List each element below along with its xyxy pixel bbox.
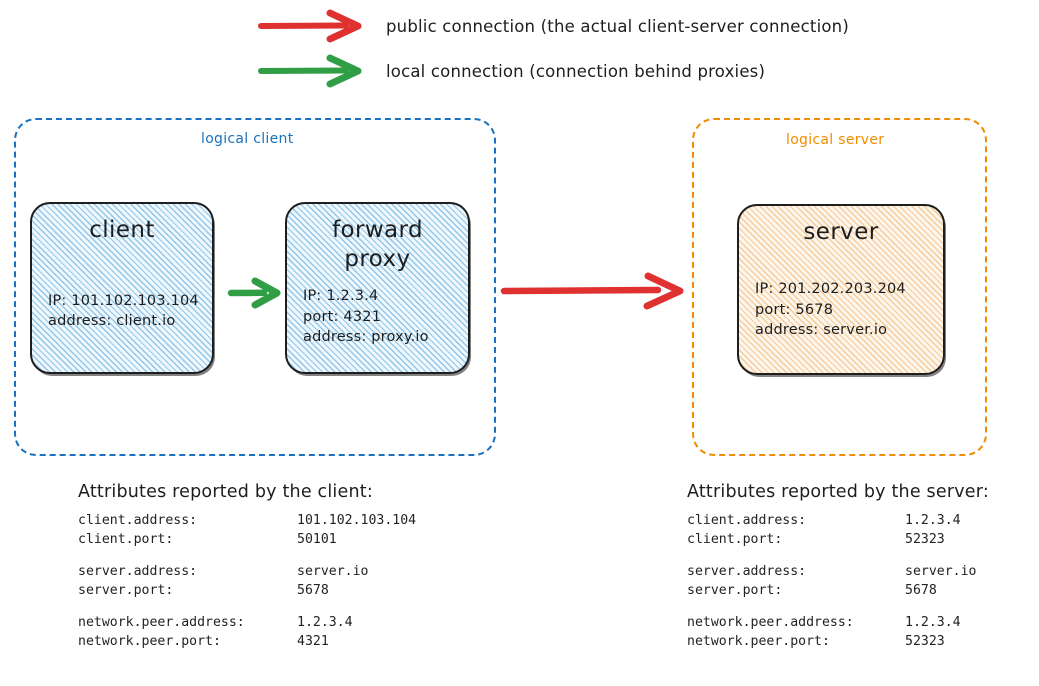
attr-key: client.address:	[78, 513, 198, 528]
table-row: server.port: 5678	[78, 581, 416, 600]
logical-client-zone	[14, 118, 496, 456]
node-proxy-title-line2: proxy	[344, 246, 411, 273]
logical-server-zone	[692, 118, 987, 456]
table-row: client.port: 50101	[78, 530, 416, 549]
legend-label-local: local connection (connection behind prox…	[386, 61, 766, 81]
table-row: client.address: 101.102.103.104	[78, 511, 416, 530]
attr-key: network.peer.address:	[78, 615, 245, 630]
node-server-address: address: server.io	[755, 322, 888, 339]
node-client-ip: IP: 101.102.103.104	[48, 292, 199, 309]
attr-value: 1.2.3.4	[297, 615, 353, 630]
table-row: network.peer.port: 52323	[687, 632, 976, 651]
table-row: client.address: 1.2.3.4	[687, 511, 976, 530]
attr-value: 1.2.3.4	[905, 615, 961, 630]
attr-value: 1.2.3.4	[905, 513, 961, 528]
attr-key: server.address:	[687, 564, 807, 579]
attr-key: client.port:	[78, 532, 174, 547]
table-row: server.port: 5678	[687, 581, 976, 600]
attributes-server-heading: Attributes reported by the server:	[687, 482, 989, 502]
attr-key: network.peer.address:	[687, 615, 854, 630]
attr-value: 4321	[297, 634, 329, 649]
node-server-ip: IP: 201.202.203.204	[755, 281, 906, 298]
node-server-port: port: 5678	[755, 301, 834, 318]
red-arrow-right-icon	[258, 9, 362, 43]
node-client: client IP: 101.102.103.104 address: clie…	[30, 202, 214, 374]
table-row: server.address: server.io	[78, 562, 416, 581]
node-client-title: client	[89, 217, 155, 243]
attr-value: 5678	[905, 583, 937, 598]
node-proxy-port: port: 4321	[303, 308, 382, 325]
arrow-client-to-proxy	[227, 277, 281, 309]
node-proxy-props: IP: 1.2.3.4 port: 4321 address: proxy.io	[303, 286, 452, 348]
logical-server-title: logical server	[786, 132, 885, 148]
node-server: server IP: 201.202.203.204 port: 5678 ad…	[737, 204, 945, 375]
attr-key: client.port:	[687, 532, 783, 547]
attr-value: 50101	[297, 532, 337, 547]
attributes-client-table: client.address: 101.102.103.104 client.p…	[78, 511, 416, 651]
table-row-spacer	[687, 600, 976, 613]
node-server-title: server	[803, 219, 879, 245]
table-row-spacer	[78, 549, 416, 562]
arrow-proxy-to-server	[500, 272, 684, 310]
attr-value: 101.102.103.104	[297, 513, 417, 528]
attr-value: 52323	[905, 634, 945, 649]
table-row: network.peer.address: 1.2.3.4	[687, 613, 976, 632]
attr-key: network.peer.port:	[687, 634, 830, 649]
attr-key: client.address:	[687, 513, 807, 528]
attr-value: server.io	[905, 564, 977, 579]
attributes-server-block: Attributes reported by the server: clien…	[687, 482, 989, 651]
logical-client-title: logical client	[201, 131, 294, 147]
node-proxy-ip: IP: 1.2.3.4	[303, 288, 379, 305]
table-row: client.port: 52323	[687, 530, 976, 549]
attr-key: server.port:	[687, 583, 783, 598]
table-row: network.peer.address: 1.2.3.4	[78, 613, 416, 632]
green-arrow-right-icon	[258, 54, 362, 88]
node-forward-proxy: forward proxy IP: 1.2.3.4 port: 4321 add…	[285, 202, 470, 374]
attributes-client-heading: Attributes reported by the client:	[78, 482, 373, 502]
node-client-address: address: client.io	[48, 313, 176, 330]
node-proxy-title: forward proxy	[303, 216, 452, 275]
node-client-props: IP: 101.102.103.104 address: client.io	[48, 291, 199, 332]
attr-value: server.io	[297, 564, 369, 579]
node-server-props: IP: 201.202.203.204 port: 5678 address: …	[755, 279, 927, 341]
legend-row-public: public connection (the actual client-ser…	[258, 8, 849, 44]
attr-key: server.address:	[78, 564, 198, 579]
node-proxy-title-line1: forward	[332, 217, 423, 243]
attr-value: 5678	[297, 583, 329, 598]
legend-row-local: local connection (connection behind prox…	[258, 53, 765, 89]
attributes-server-table: client.address: 1.2.3.4 client.port: 523…	[687, 511, 976, 651]
attr-key: network.peer.port:	[78, 634, 221, 649]
attributes-client-block: Attributes reported by the client: clien…	[78, 482, 416, 651]
node-proxy-address: address: proxy.io	[303, 329, 429, 346]
attr-value: 52323	[905, 532, 945, 547]
table-row: server.address: server.io	[687, 562, 976, 581]
table-row-spacer	[687, 549, 976, 562]
table-row: network.peer.port: 4321	[78, 632, 416, 651]
attr-key: server.port:	[78, 583, 174, 598]
table-row-spacer	[78, 600, 416, 613]
legend-label-public: public connection (the actual client-ser…	[386, 16, 849, 36]
